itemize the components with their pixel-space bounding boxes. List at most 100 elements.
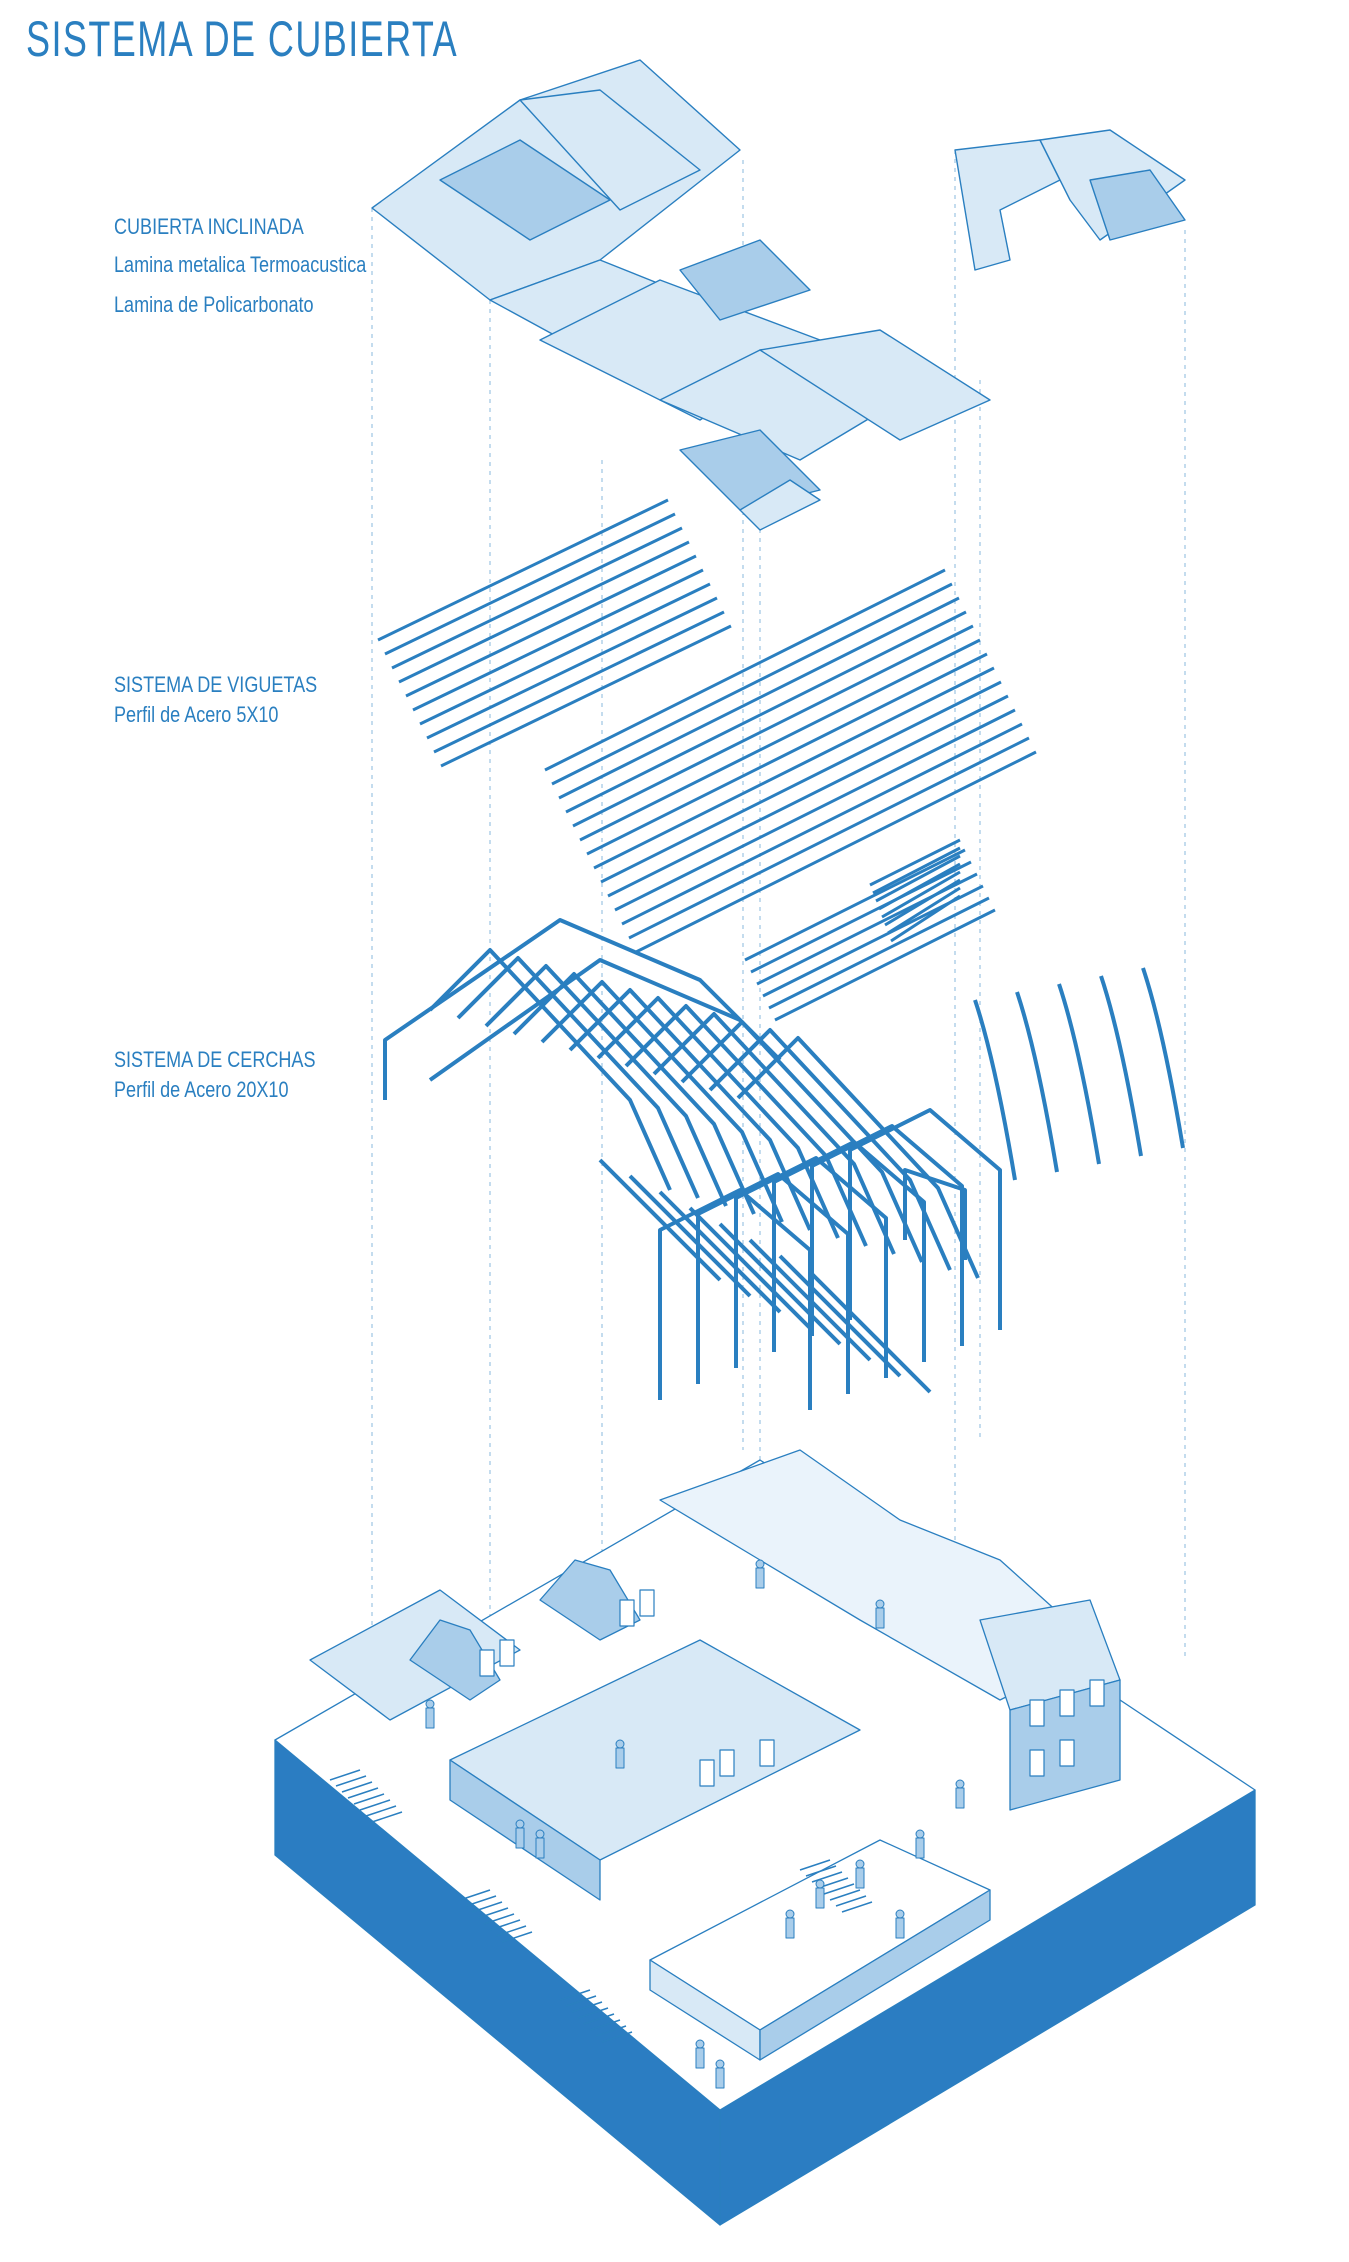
stair-step xyxy=(341,1781,373,1793)
joist-beam xyxy=(572,624,974,828)
joist-beam xyxy=(869,838,961,887)
trusses-label: SISTEMA DE CERCHAS Perfil de Acero 20X10 xyxy=(114,1045,315,1105)
window xyxy=(759,1739,775,1767)
person-head xyxy=(515,1819,525,1829)
person-head xyxy=(615,1739,625,1749)
window xyxy=(619,1599,635,1627)
arched-frame xyxy=(1099,975,1143,1157)
window xyxy=(479,1649,495,1677)
person-body xyxy=(785,1917,795,1939)
person-head xyxy=(875,1599,885,1609)
plaza-side xyxy=(759,1889,991,2061)
joist-beam xyxy=(558,596,960,800)
joist-beam xyxy=(635,750,1037,954)
stair-step xyxy=(799,1859,831,1871)
person-body xyxy=(425,1707,435,1729)
joist-beam xyxy=(884,878,961,927)
portal-frame xyxy=(772,1140,926,1362)
person-head xyxy=(785,1909,795,1919)
joist-beam xyxy=(768,896,990,1010)
person-body xyxy=(895,1917,905,1939)
truss-layer xyxy=(383,918,1185,1410)
person-head xyxy=(855,1859,865,1869)
truss-frame xyxy=(428,958,741,1082)
site-top xyxy=(274,1459,1256,2111)
projection-lines xyxy=(371,150,1186,1660)
stair-step xyxy=(583,2013,615,2025)
trusses-label-heading: SISTEMA DE CERCHAS xyxy=(114,1047,316,1072)
joist-beam xyxy=(872,846,961,895)
trusses-label-line1: Perfil de Acero 20X10 xyxy=(114,1077,289,1102)
window xyxy=(1059,1689,1075,1717)
roof-panel xyxy=(679,239,811,321)
roof-panel-separate xyxy=(1089,169,1186,241)
arched-frame xyxy=(973,999,1017,1181)
stair-step xyxy=(335,1775,367,1787)
person-head xyxy=(755,1559,765,1569)
person-head xyxy=(715,2059,725,2069)
portal-frame xyxy=(734,1156,888,1378)
roof-panel xyxy=(519,89,701,211)
truss-beam xyxy=(718,1222,842,1346)
stair-step xyxy=(329,1769,361,1781)
stair-step xyxy=(347,1787,379,1799)
roof-label: CUBIERTA INCLINADA Lamina metalica Termo… xyxy=(114,212,366,320)
stair-step xyxy=(565,1995,597,2007)
truss-beam xyxy=(540,980,784,1223)
joist-beam xyxy=(600,680,1002,884)
person-head xyxy=(695,2039,705,2049)
truss-beam xyxy=(484,964,728,1207)
stair-step xyxy=(471,1901,503,1913)
truss-beam xyxy=(808,1270,932,1394)
stair-step xyxy=(465,1895,497,1907)
window xyxy=(1089,1679,1105,1707)
stair-step xyxy=(365,1805,397,1817)
joist-beam xyxy=(391,526,683,670)
joist-beam xyxy=(384,512,676,656)
joist-beam xyxy=(875,854,961,903)
person-body xyxy=(715,2067,725,2089)
stair-step xyxy=(805,1865,837,1877)
roof-label-line2: Lamina de Policarbonato xyxy=(114,292,314,317)
joist-beam xyxy=(586,652,988,856)
stair-step xyxy=(371,1811,403,1823)
arched-frame xyxy=(1141,967,1185,1149)
person-head xyxy=(955,1779,965,1789)
person-body xyxy=(855,1867,865,1889)
person-body xyxy=(695,2047,705,2069)
person-body xyxy=(815,1887,825,1909)
truss-frame xyxy=(903,1168,967,1260)
person-body xyxy=(875,1607,885,1629)
joist-beam xyxy=(614,708,1016,912)
stair-step xyxy=(571,2001,603,2013)
joist-beam xyxy=(890,894,961,943)
person-body xyxy=(515,1827,525,1849)
page-title: SISTEMA DE CUBIERTA xyxy=(26,11,459,67)
person-head xyxy=(915,1829,925,1839)
stair-step xyxy=(501,1931,533,1943)
window xyxy=(499,1639,515,1667)
joist-beam xyxy=(607,694,1009,898)
stair-step xyxy=(359,1799,391,1811)
stair-step xyxy=(835,1895,867,1907)
window xyxy=(1059,1739,1075,1767)
truss-beam xyxy=(778,1254,902,1378)
portal-frame xyxy=(848,1108,1002,1330)
person-head xyxy=(425,1699,435,1709)
person-body xyxy=(535,1837,545,1859)
building-layer xyxy=(274,1449,1256,2226)
roof-label-heading: CUBIERTA INCLINADA xyxy=(114,214,304,239)
joist-beam xyxy=(887,886,961,935)
truss-beam xyxy=(628,1174,752,1298)
joist-beam xyxy=(579,638,981,842)
person-head xyxy=(895,1909,905,1919)
truss-beam xyxy=(708,1028,952,1271)
truss-beam xyxy=(688,1206,812,1330)
joist-beam xyxy=(750,860,972,974)
stair-step xyxy=(353,1793,385,1805)
window xyxy=(1029,1699,1045,1727)
joist-beam xyxy=(774,908,996,1022)
stair-step xyxy=(559,1989,591,2001)
portal-frame xyxy=(810,1124,964,1346)
person-head xyxy=(815,1879,825,1889)
